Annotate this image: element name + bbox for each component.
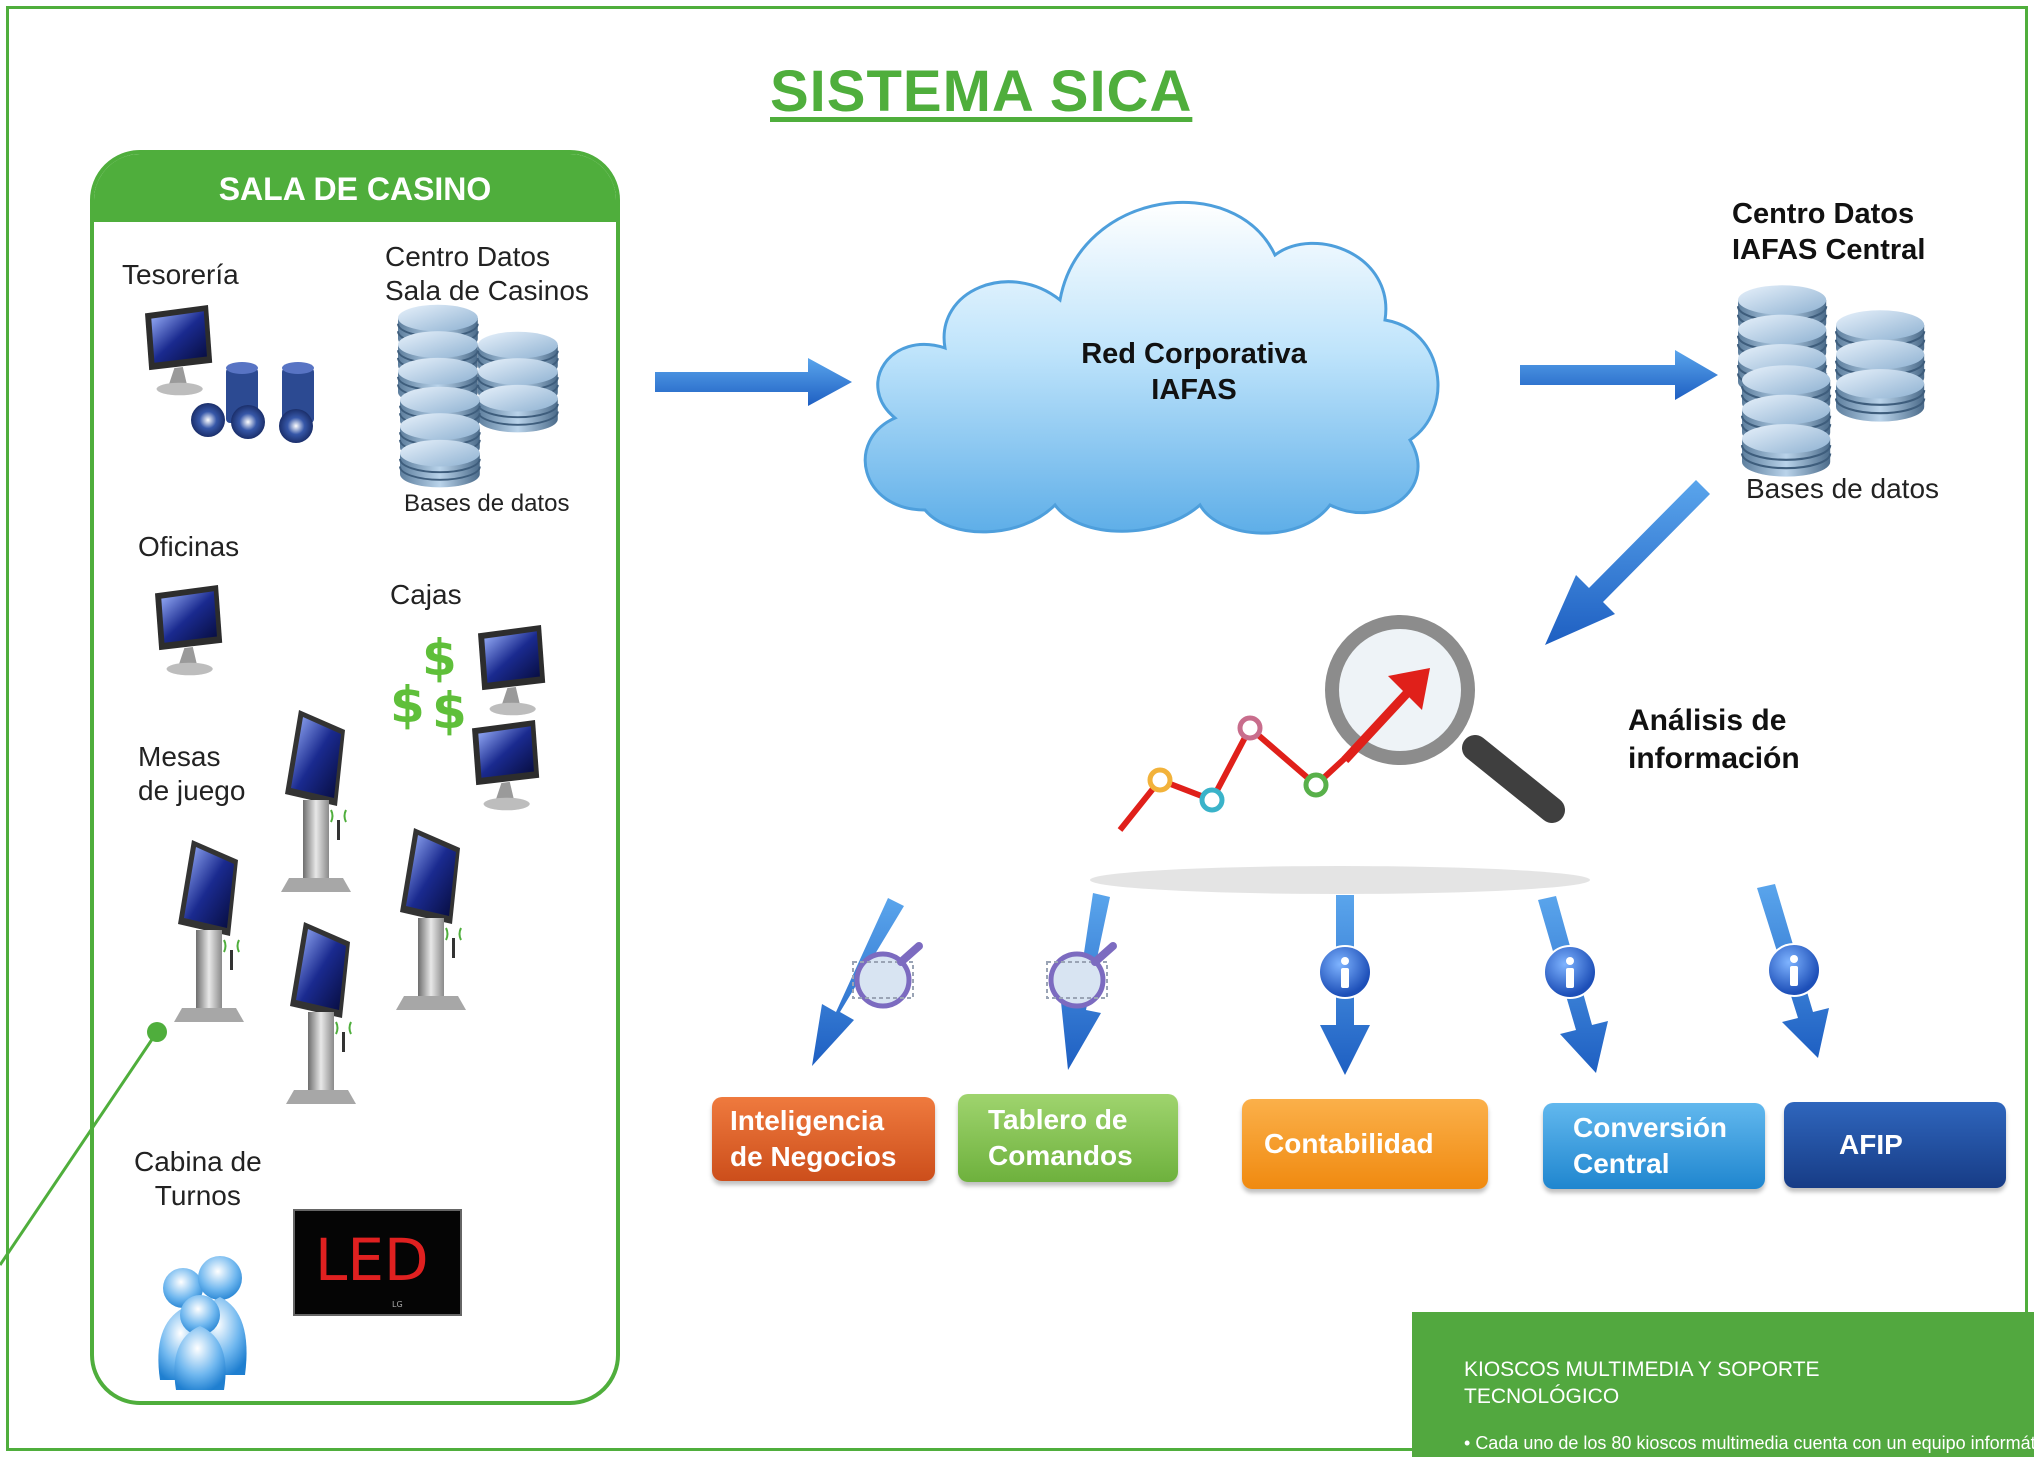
led-text: LED: [315, 1226, 429, 1294]
bullet-icon: •: [1464, 1433, 1476, 1453]
afip-label: AFIP: [1839, 1129, 1903, 1160]
page-frame: [6, 6, 2028, 1451]
connector-line: [0, 1022, 167, 1266]
arrow-to-afip: [1757, 884, 1829, 1058]
cloud-label: Red Corporativa IAFAS: [1081, 338, 1307, 406]
contabilidad-label: Contabilidad: [1264, 1128, 1434, 1159]
arrow-to-conversion: [1538, 896, 1608, 1073]
tesoreria-label: Tesorería: [122, 259, 239, 290]
svg-text:$: $: [432, 682, 467, 740]
cloud-icon: [863, 200, 1440, 535]
analisis-label: Análisis de información: [1628, 704, 1800, 775]
central-title: Centro Datos IAFAS Central: [1732, 198, 1926, 266]
casino-chips-icon: [191, 362, 314, 443]
cajas-monitor-icon: [472, 625, 546, 811]
central-bases-label: Bases de datos: [1746, 473, 1940, 504]
led-screen-icon: LED LG: [293, 1209, 462, 1316]
cabina-label: Cabina de Turnos: [134, 1146, 262, 1211]
arrow-central-to-analysis: [1545, 480, 1710, 645]
page-title: SISTEMA SICA: [770, 59, 1193, 124]
kiosk-title: KIOSCOS MULTIMEDIA Y SOPORTE TECNOLÓGICO: [1464, 1358, 1820, 1408]
arrow-to-tablero: [1047, 893, 1113, 1070]
mesas-kiosk-icon: [173, 709, 467, 1105]
oficinas-monitor-icon: [155, 585, 223, 676]
casino-panel: SALA DE CASINO: [90, 150, 620, 1405]
sala-database-icon: [398, 305, 558, 488]
tablero-comandos-label: Tablero de Comandos: [988, 1104, 1133, 1171]
arrow-casino-to-cloud: [655, 358, 852, 406]
kiosk-info-box: KIOSCOS MULTIMEDIA Y SOPORTE TECNOLÓGICO…: [1412, 1312, 2034, 1457]
svg-text:$: $: [422, 629, 457, 687]
cajas-label: Cajas: [390, 579, 462, 610]
arrow-to-contabilidad: [1318, 895, 1372, 1075]
svg-text:LG: LG: [392, 1300, 403, 1309]
tesoreria-monitor-icon: [145, 305, 213, 396]
inteligencia-negocios-label: Inteligencia de Negocios: [730, 1105, 897, 1172]
conversion-central-button[interactable]: Conversión Central: [1543, 1103, 1765, 1189]
contabilidad-button[interactable]: Contabilidad: [1242, 1099, 1488, 1189]
tablero-comandos-button[interactable]: Tablero de Comandos: [958, 1094, 1178, 1182]
cajas-dollar-icon: $ $ $: [390, 629, 467, 740]
people-icon: [158, 1256, 247, 1390]
centro-datos-sala-label: Centro Datos Sala de Casinos: [385, 241, 589, 306]
analysis-chart-icon: [1090, 715, 1590, 894]
casino-panel-header: SALA DE CASINO: [94, 154, 616, 222]
oficinas-label: Oficinas: [138, 531, 240, 562]
inteligencia-negocios-button[interactable]: Inteligencia de Negocios: [712, 1097, 935, 1181]
central-database-icon: [1738, 285, 1924, 476]
svg-text:$: $: [390, 676, 425, 734]
magnifier-icon: [1325, 615, 1565, 823]
kiosk-bullet-text: Cada uno de los 80 kioscos multimedia cu…: [1475, 1433, 2034, 1453]
bases-datos-sala-label: Bases de datos: [404, 490, 570, 517]
kiosk-bullet: • Cada uno de los 80 kioscos multimedia …: [1464, 1433, 2034, 1454]
afip-button[interactable]: AFIP: [1784, 1102, 2006, 1188]
conversion-central-label: Conversión Central: [1573, 1112, 1728, 1179]
arrow-to-inteligencia: [812, 898, 919, 1066]
arrow-cloud-to-central: [1520, 350, 1718, 400]
mesas-label: Mesas de juego: [138, 741, 246, 806]
